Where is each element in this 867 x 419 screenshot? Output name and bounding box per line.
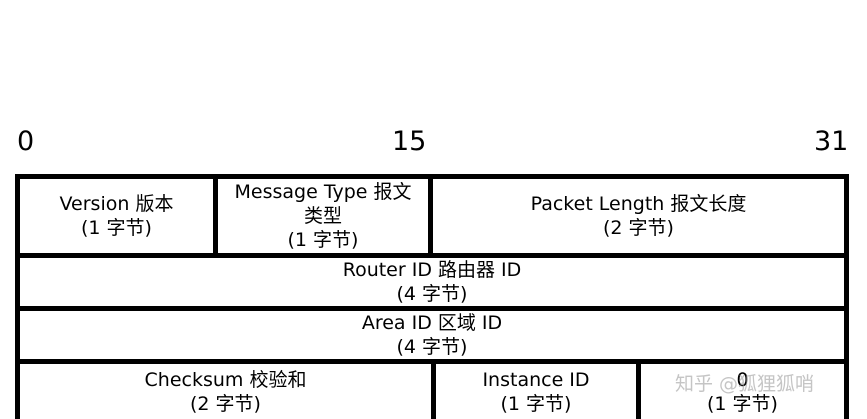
field-instance-id-label: Instance ID xyxy=(482,368,590,391)
field-router-id-label: Router ID 路由器 ID xyxy=(342,259,522,281)
field-reserved-label: 0 xyxy=(736,368,749,391)
field-reserved-size: (1 字节) xyxy=(707,392,778,415)
field-instance-id-size: (1 字节) xyxy=(500,392,572,415)
field-router-id-size: (4 字节) xyxy=(396,283,468,305)
field-reserved: 0 (1 字节) xyxy=(641,364,844,419)
field-area-id-label: Area ID 区域 ID xyxy=(361,312,503,334)
field-message-type-label-2: 类型 xyxy=(303,205,342,227)
field-checksum: Checksum 校验和 (2 字节) xyxy=(20,364,431,419)
field-instance-id: Instance ID (1 字节) xyxy=(436,364,636,419)
field-message-type-label: Message Type 报文 xyxy=(234,181,412,203)
bit-label-0: 0 xyxy=(17,126,35,157)
field-area-id: Area ID 区域 ID (4 字节) xyxy=(20,311,844,359)
field-packet-length: Packet Length 报文长度 (2 字节) xyxy=(433,179,844,253)
field-version-size: (1 字节) xyxy=(81,217,152,239)
bit-label-31: 31 xyxy=(814,126,849,157)
bit-label-15: 15 xyxy=(392,126,427,157)
field-area-id-size: (4 字节) xyxy=(396,336,468,358)
field-router-id: Router ID 路由器 ID (4 字节) xyxy=(20,258,844,306)
field-message-type-size: (1 字节) xyxy=(287,229,359,251)
field-packet-length-label: Packet Length 报文长度 xyxy=(530,193,747,215)
field-message-type: Message Type 报文 类型 (1 字节) xyxy=(218,179,428,253)
field-version-label: Version 版本 xyxy=(59,193,174,215)
field-packet-length-size: (2 字节) xyxy=(603,217,674,239)
field-checksum-size: (2 字节) xyxy=(190,392,261,415)
field-checksum-label: Checksum 校验和 xyxy=(144,368,307,391)
field-version: Version 版本 (1 字节) xyxy=(20,179,213,253)
